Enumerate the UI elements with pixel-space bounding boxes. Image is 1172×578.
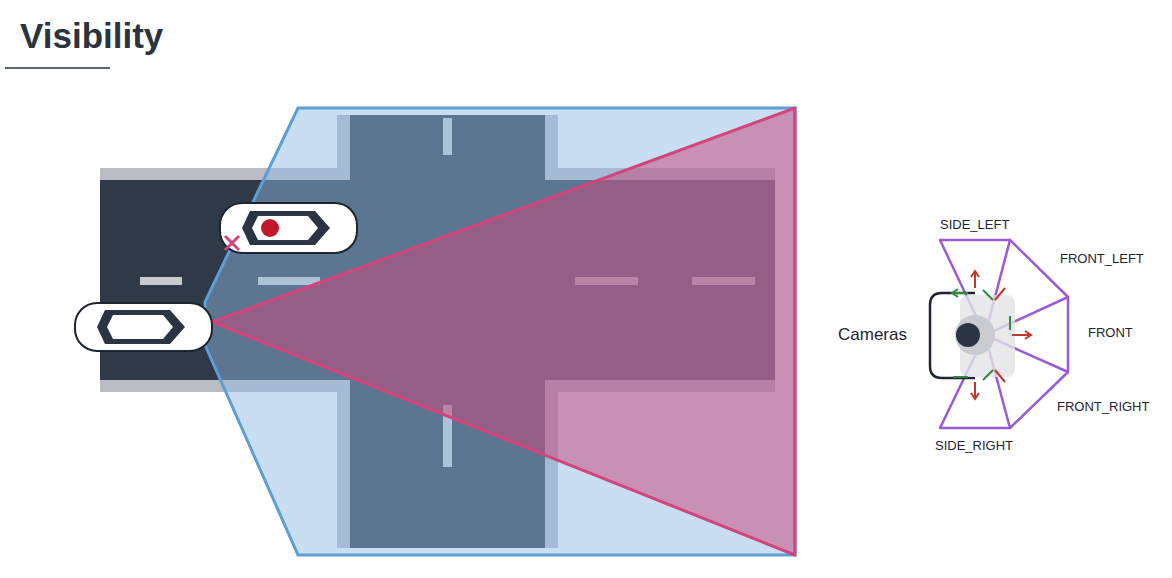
visibility-area [205,108,795,555]
vehicle-icon [930,293,1015,378]
camera-label: FRONT_RIGHT [1057,399,1149,414]
camera-label: SIDE_RIGHT [935,438,1013,453]
camera-label: FRONT [1088,325,1133,340]
camera-frustums [940,240,1068,428]
caption-label: Cameras [838,325,907,345]
ego-car [75,303,212,351]
camera-axes [952,271,1031,399]
page-title: Visibility [20,16,163,56]
blocked-mark [225,236,239,250]
title-underline [5,67,110,69]
occluded-car [220,203,357,253]
camera-label: SIDE_LEFT [940,217,1009,232]
camera-cone [212,108,795,555]
camera-label: FRONT_LEFT [1060,251,1144,266]
